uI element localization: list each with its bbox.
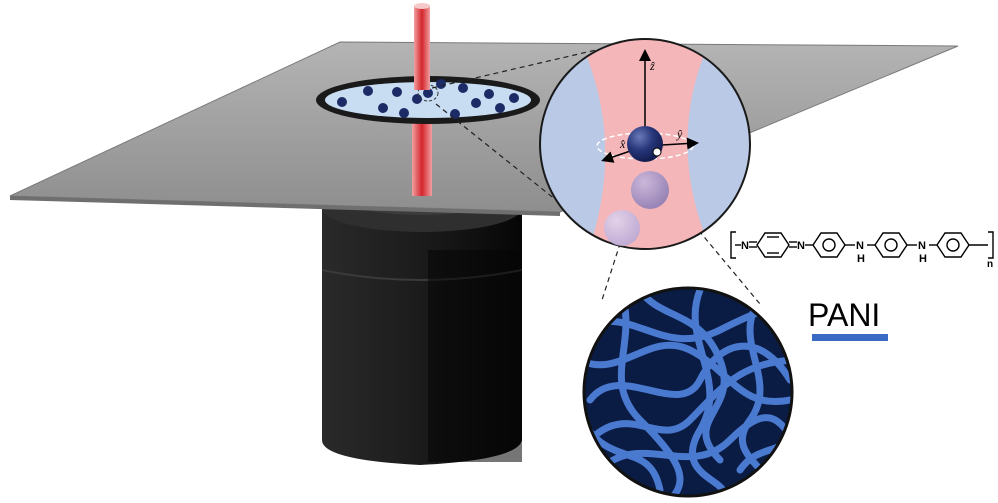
sample-particle <box>363 86 373 96</box>
objective-lens <box>321 181 523 465</box>
axis-x-label: x̂ <box>619 137 626 151</box>
zoom-connectors <box>431 49 761 305</box>
sample-particle <box>509 93 519 103</box>
ghost-particle-near <box>631 171 669 209</box>
sample-particle <box>495 103 505 113</box>
pani-color-key <box>812 334 888 341</box>
laser-beam-lower <box>412 118 432 196</box>
sample-particle <box>450 109 460 119</box>
repeat-subscript: n <box>987 259 993 270</box>
sample-particle <box>412 94 422 104</box>
trap-zoom-inset: ẑ ŷ x̂ <box>539 38 751 250</box>
atom-n-2: N <box>797 240 805 252</box>
atom-h-4: H <box>919 253 927 265</box>
sample-particle <box>392 87 402 97</box>
ghost-particle-far <box>604 210 640 246</box>
atom-h-3: H <box>857 253 865 265</box>
axis-z-label: ẑ <box>649 59 655 73</box>
sample-particle <box>378 103 388 113</box>
sample-particle <box>337 97 347 107</box>
atom-n-4: N <box>918 240 926 252</box>
glass-slide <box>9 41 959 213</box>
pani-label: PANI <box>808 297 880 333</box>
atom-n-3: N <box>856 240 864 252</box>
sample-particle <box>471 98 481 108</box>
laser-beam-upper <box>414 6 430 90</box>
trapped-particle <box>627 126 663 162</box>
sample-particle <box>458 83 468 93</box>
sample-particle <box>436 79 446 89</box>
atom-n-1: N <box>741 240 749 252</box>
pani-structure <box>730 231 994 259</box>
pani-fiber-inset <box>582 286 794 498</box>
sample-particle <box>484 89 494 99</box>
axis-y-label: ŷ <box>676 127 683 141</box>
sample-well <box>316 76 540 124</box>
sample-particle <box>399 108 409 118</box>
sample-particle <box>423 88 433 98</box>
